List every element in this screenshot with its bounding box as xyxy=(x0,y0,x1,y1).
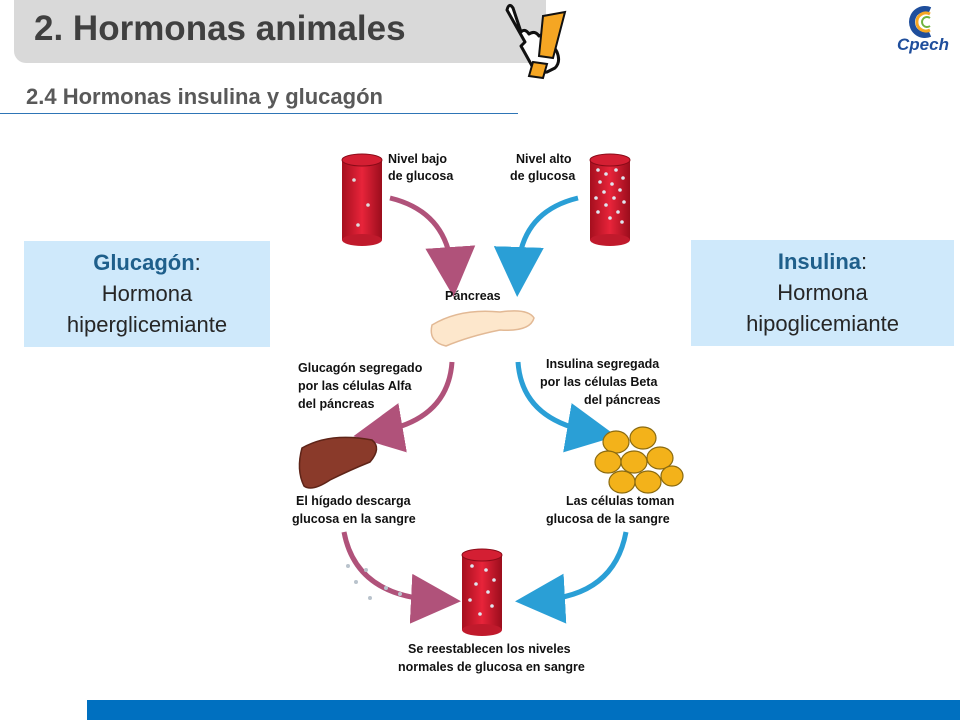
insulin-secreted-2: por las células Beta xyxy=(540,375,658,389)
normal-glucose-vessel xyxy=(461,548,503,636)
high-glucose-label-2: de glucosa xyxy=(510,169,576,183)
liver-label-1: El hígado descarga xyxy=(296,494,412,508)
high-to-pancreas-arrow xyxy=(493,195,579,297)
pancreas-label: Páncreas xyxy=(445,289,501,303)
glucagon-line2: hiperglicemiante xyxy=(66,312,228,337)
high-glucose-vessel xyxy=(589,153,631,246)
insulin-info-box: Insulina: Hormona hipoglicemiante xyxy=(691,240,954,346)
bottom-bar xyxy=(87,700,960,720)
glucagon-to-liver-arrow xyxy=(353,361,455,453)
cpech-logo-icon xyxy=(909,6,932,38)
liver-illustration xyxy=(298,436,378,489)
insulin-to-cells-arrow xyxy=(515,361,617,453)
restored-label-1: Se reestablecen los niveles xyxy=(408,642,571,656)
title-box xyxy=(14,0,546,63)
low-glucose-label-1: Nivel bajo xyxy=(388,152,447,166)
cells-label-2: glucosa de la sangre xyxy=(546,512,670,526)
insulin-line1: Hormona xyxy=(777,280,868,305)
glucagon-colon: : xyxy=(194,250,201,275)
low-to-pancreas-arrow xyxy=(389,195,476,297)
glucagon-secreted-2: por las células Alfa xyxy=(298,379,413,393)
hand-pointer-icon xyxy=(505,3,567,80)
glucagon-name: Glucagón xyxy=(93,250,195,275)
insulin-line2: hipoglicemiante xyxy=(746,311,899,336)
restored-label-2: normales de glucosa en sangre xyxy=(398,660,585,674)
released-glucose-dots xyxy=(346,564,402,600)
insulin-secreted-3: del páncreas xyxy=(584,393,660,407)
glucagon-info-box: Glucagón: Hormona hiperglicemiante xyxy=(24,241,270,347)
cells-illustration xyxy=(594,426,684,494)
cells-to-blood-arrow xyxy=(515,531,629,624)
pancreas-illustration xyxy=(430,310,535,347)
page-title: 2. Hormonas animales xyxy=(34,9,406,48)
glucagon-line1: Hormona xyxy=(101,281,193,306)
liver-to-blood-arrow xyxy=(341,531,461,624)
cells-label-1: Las células toman xyxy=(566,494,674,508)
low-glucose-label-2: de glucosa xyxy=(388,169,454,183)
page-subtitle: 2.4 Hormonas insulina y glucagón xyxy=(26,84,383,109)
logo-text: Cpech xyxy=(897,35,949,54)
high-glucose-label-1: Nivel alto xyxy=(516,152,572,166)
subtitle-divider xyxy=(0,113,518,114)
liver-label-2: glucosa en la sangre xyxy=(292,512,416,526)
glucagon-secreted-1: Glucagón segregado xyxy=(298,361,423,375)
insulin-colon: : xyxy=(861,249,868,274)
exclamation-icon xyxy=(527,10,567,80)
low-glucose-vessel xyxy=(341,153,383,246)
insulin-secreted-1: Insulina segregada xyxy=(546,357,660,371)
insulin-name: Insulina xyxy=(777,249,861,274)
glucagon-secreted-3: del páncreas xyxy=(298,397,374,411)
